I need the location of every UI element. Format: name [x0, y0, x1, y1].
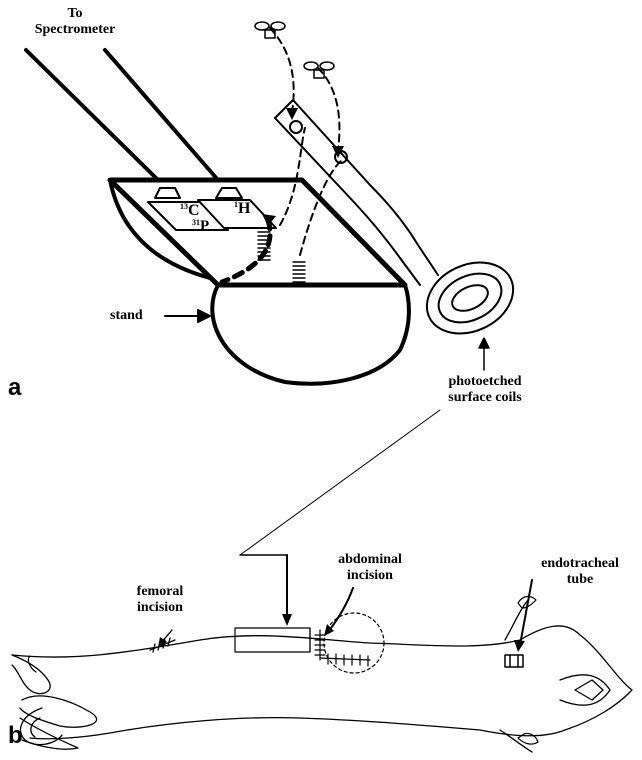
coil-leader-line — [240, 410, 440, 626]
surface-coil-paddle — [275, 100, 525, 347]
abdominal-line2: incision — [320, 568, 420, 584]
rat-outline — [12, 600, 632, 752]
coil-p-element: P — [200, 218, 209, 234]
abdominal-line1: abdominal — [320, 552, 420, 568]
wing-nut-right-icon — [304, 62, 334, 78]
spectrometer-cables — [26, 50, 218, 180]
coil-c-element: C — [188, 202, 200, 219]
to-spectrometer-line2: Spectrometer — [20, 22, 130, 38]
femoral-label: femoral incision — [120, 584, 200, 616]
rat-paws — [28, 596, 538, 744]
photoetched-line2: surface coils — [420, 390, 550, 406]
to-spectrometer-line1: To — [20, 6, 130, 22]
wing-nut-left-icon — [255, 22, 285, 38]
spring-right — [293, 262, 305, 282]
stand-label: stand — [110, 308, 143, 324]
coil-c-isotope: 13 — [180, 202, 188, 211]
endotracheal-label: endotracheal tube — [525, 556, 635, 588]
coil-h-element: H — [238, 200, 250, 217]
stand-arrow — [165, 310, 210, 322]
panel-b-label: b — [8, 722, 23, 750]
abdominal-incision — [315, 588, 370, 666]
femoral-line1: femoral — [120, 584, 200, 600]
endotracheal-line1: endotracheal — [525, 556, 635, 572]
photoetched-label: photoetched surface coils — [420, 374, 550, 406]
coil-p-label: 31P — [192, 218, 209, 235]
endotracheal-line2: tube — [525, 572, 635, 588]
dashed-connectors — [222, 28, 342, 282]
panel-a-label: a — [8, 374, 21, 402]
femoral-incision — [150, 630, 175, 652]
coil-h-label: 1H — [234, 200, 250, 218]
to-spectrometer-label: To Spectrometer — [20, 6, 130, 38]
coil-p-isotope: 31 — [192, 218, 200, 227]
endotracheal-tube-icon — [505, 580, 532, 667]
photoetched-arrow — [479, 338, 489, 370]
coil-tabs — [148, 188, 276, 230]
photoetched-line1: photoetched — [420, 374, 550, 390]
femoral-line2: incision — [120, 600, 200, 616]
abdominal-label: abdominal incision — [320, 552, 420, 584]
